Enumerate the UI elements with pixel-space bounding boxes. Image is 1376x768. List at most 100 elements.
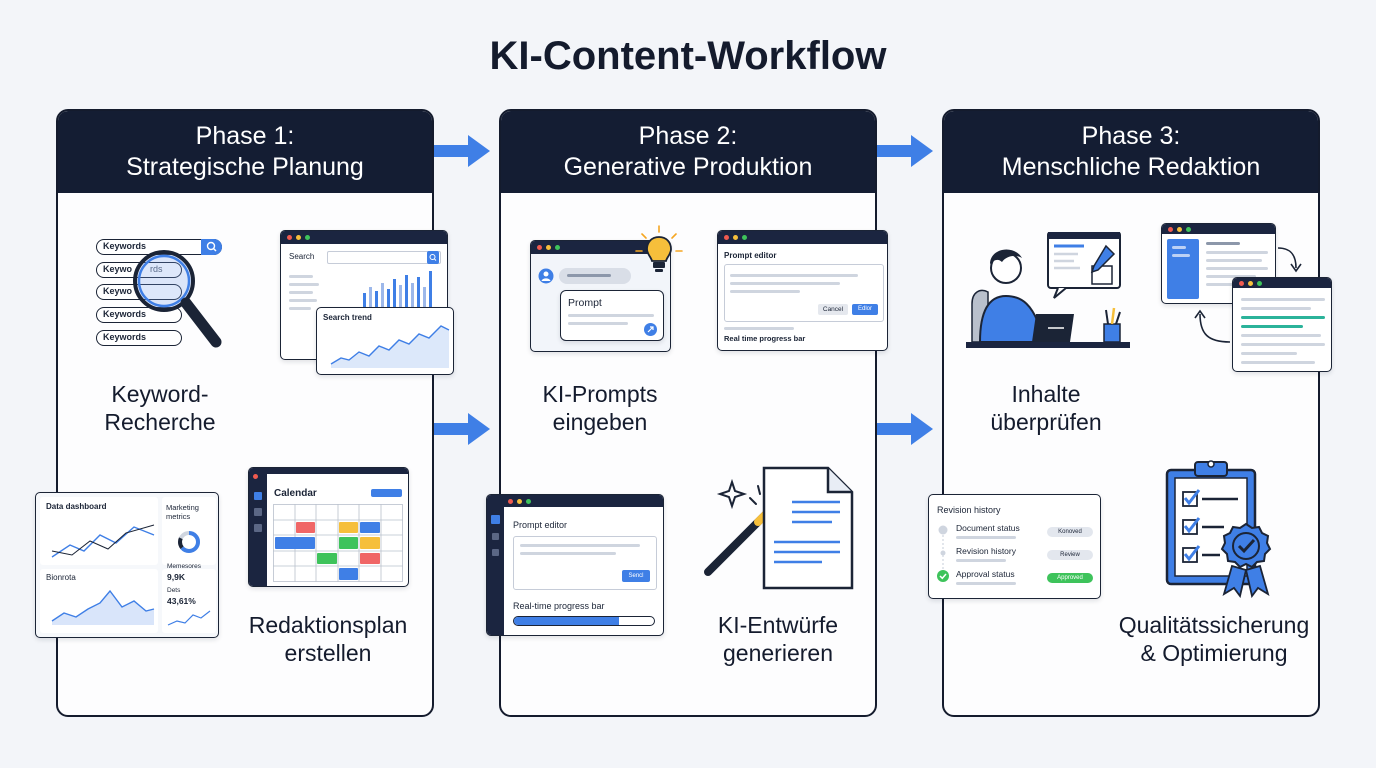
lightbulb-icon [635,225,683,272]
keyword-item: Keywords [103,241,147,251]
placeholder-line [568,322,628,325]
window-close-icon [508,498,513,504]
prompt-editor-textarea[interactable] [724,264,884,322]
calendar-topbar [267,468,408,474]
calendar-card: Calendar [248,467,409,587]
phase-3-title: Menschliche Redaktion [1001,153,1261,181]
window-maximize-icon [555,245,560,250]
window-minimize-icon [733,235,738,240]
step-label-line: Recherche [104,409,216,435]
send-button[interactable]: Sencl [622,570,650,582]
phase-2-title: Generative Produktion [563,153,813,181]
person-at-laptop-illustration [966,232,1130,348]
cycle-arrow-icon [1277,247,1302,273]
progress-bar-fill [514,617,619,625]
placeholder-line [1241,352,1297,355]
review-sidebar [1167,239,1199,299]
placeholder-line [1172,254,1190,257]
dashboard-bottom-title: Bionrota [46,573,76,582]
step-label-line: generieren [723,640,833,666]
step-label-line: erstellen [284,640,372,666]
progress-bar-label: Real time progress bar [724,334,806,343]
placeholder-line [1241,307,1311,310]
sidebar-icon [492,533,499,540]
bar-chart-graphic [363,271,432,307]
prompt-input-box[interactable]: Prompt [560,290,664,341]
review-document-window-front [1232,277,1332,372]
stat1-value: 9,9K [167,572,185,582]
user-avatar-icon [538,268,554,284]
magnifier-keyword-text: rds [150,264,163,274]
send-prompt-button[interactable] [644,323,657,336]
calendar-grid [273,504,403,582]
status-badge: Konoved [1047,527,1093,537]
edit-button-label: Edlor [857,306,872,312]
search-card-button[interactable] [427,251,439,264]
trend-line-chart [330,325,450,368]
calendar-title: Calendar [274,488,317,499]
placeholder-line [730,274,858,277]
cycle-arrow-icon [1194,309,1231,343]
calendar-add-button[interactable] [371,489,402,497]
placeholder-line [1206,242,1240,245]
send-button-label: Sencl [628,573,644,579]
step-label-line: KI-Prompts [542,381,658,407]
prompt-editor-textarea[interactable] [513,536,657,590]
search-trend-card: Search trend [316,307,454,375]
metrics-title-line2: metrics [166,512,191,521]
placeholder-line [520,552,616,555]
phase-3-number: Phase 3: [1081,122,1181,150]
stat2-label: Dets [167,587,181,594]
window-close-icon [1168,226,1173,232]
data-dashboard-card: Data dashboard Marketing metrics Bionrot… [35,492,219,638]
placeholder-line [1206,267,1268,270]
window-close-icon [253,474,258,479]
placeholder-line [730,282,840,285]
placeholder-line [1206,259,1262,262]
search-button[interactable] [201,239,222,255]
cancel-button[interactable]: Cancel [818,304,848,315]
placeholder-line [289,283,319,286]
step-quality-label: Qualitätssicherung & Optimierung [1104,611,1324,667]
keyword-item: Keywo [103,286,133,296]
revision-history-card: Revision history Document status Konoved… [928,494,1101,599]
send-icon [647,326,654,333]
placeholder-line [567,274,611,277]
search-card-input[interactable] [327,251,441,264]
window-minimize-icon [546,245,551,250]
progress-bar-label: Real-time progress bar [513,601,605,611]
phase-1-number: Phase 1: [195,122,295,150]
keyword-item-pill[interactable]: Keywords [96,330,182,346]
window-minimize-icon [517,498,522,504]
keyword-item: Keywords [103,332,147,342]
window-titlebar [281,231,447,244]
highlight-line [1241,325,1303,328]
placeholder-line [1241,298,1325,301]
placeholder-line [730,290,800,293]
placeholder-line [1241,334,1321,337]
editor-topbar [504,495,663,507]
step-label-line: überprüfen [990,409,1102,435]
keyword-item: Keywo [103,264,133,274]
window-maximize-icon [305,235,310,240]
window-titlebar [1233,278,1331,288]
window-close-icon [724,235,729,240]
placeholder-line [956,559,1006,562]
step-label-line: Redaktionsplan [248,612,408,638]
window-maximize-icon [1257,280,1262,286]
phase-2-header: Phase 2: Generative Produktion [501,111,875,193]
search-trend-label: Search trend [323,313,372,322]
step-editorial-plan-label: Redaktionsplan erstellen [228,611,428,667]
dashboard-bottom-panel: Bionrota [40,569,158,633]
phase-3-panel: Phase 3: Menschliche Redaktion [942,109,1320,717]
magnifier-icon [133,250,222,348]
placeholder-line [289,291,313,294]
dashboard-line-chart [51,524,155,558]
sidebar-icon [492,549,499,556]
window-minimize-icon [1177,226,1182,232]
sidebar-icon [254,524,262,532]
window-maximize-icon [742,235,747,240]
edit-button[interactable]: Edlor [852,304,878,315]
highlight-line [1241,316,1325,319]
prompt-label: Prompt [568,297,602,309]
